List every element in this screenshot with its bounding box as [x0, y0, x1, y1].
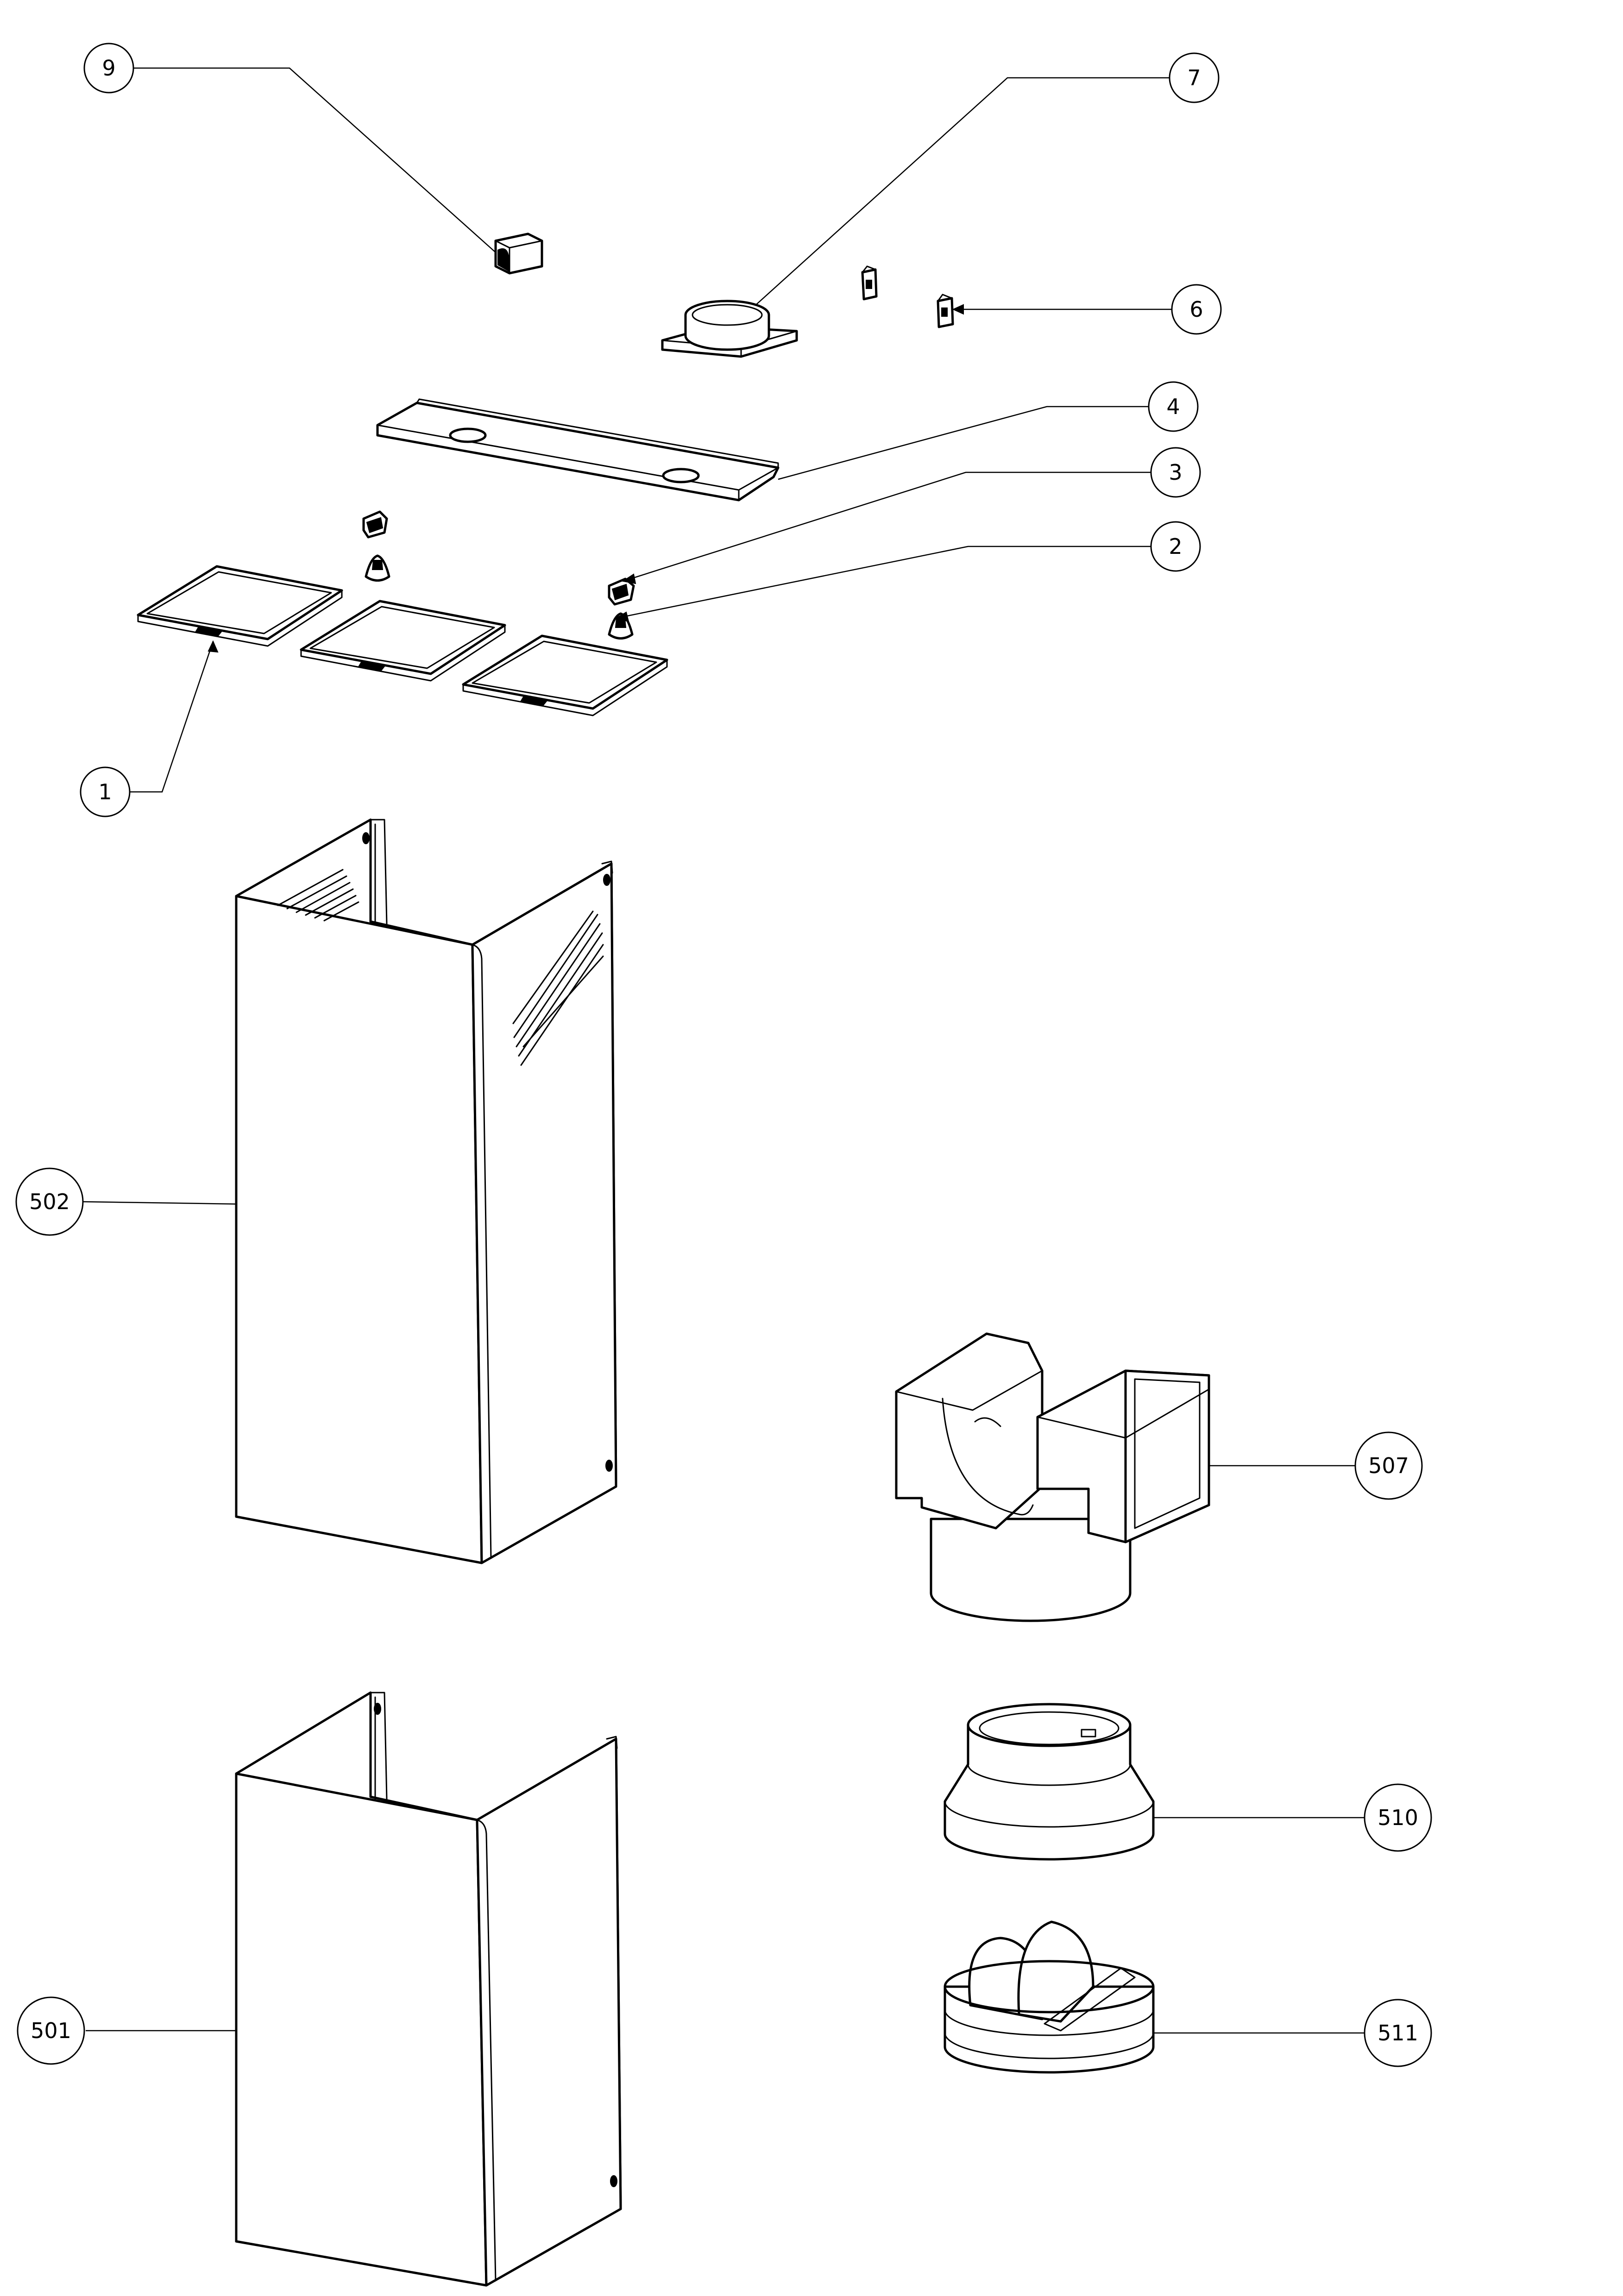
callout-510-label: 510: [1378, 1805, 1418, 1830]
callout-511-label: 511: [1378, 2020, 1418, 2045]
leader-lines: [83, 67, 1364, 2034]
callout-7-label: 7: [1187, 65, 1201, 90]
part-502-upper-chimney-cover: [235, 818, 617, 1564]
callout-501: 501: [17, 1996, 85, 2065]
part-7-collar-plate: [661, 300, 798, 358]
callout-9: 9: [83, 43, 134, 94]
part-3-lamp-holder-left: [362, 510, 388, 539]
callout-3-label: 3: [1169, 460, 1182, 485]
callout-2-label: 2: [1169, 534, 1182, 559]
callout-501-label: 501: [31, 2018, 71, 2043]
callout-510: 510: [1364, 1783, 1432, 1852]
callout-1: 1: [80, 766, 131, 817]
callout-511: 511: [1364, 1999, 1432, 2067]
callout-507: 507: [1354, 1431, 1423, 1500]
part-1-grease-filter-3: [462, 634, 668, 716]
part-1-grease-filter-2: [300, 600, 506, 682]
callout-4: 4: [1148, 381, 1199, 432]
part-4-support-panel: [376, 398, 780, 502]
callout-3: 3: [1150, 447, 1201, 498]
part-1-grease-filter-1: [137, 565, 343, 647]
part-501-lower-chimney-cover: [235, 1691, 622, 2287]
part-511-non-return-valve: [944, 1920, 1155, 2074]
callout-507-label: 507: [1368, 1453, 1409, 1478]
callout-6-label: 6: [1189, 297, 1203, 322]
part-3-lamp-holder-right: [608, 577, 635, 606]
callout-502: 502: [15, 1167, 84, 1236]
part-6-mounting-brackets: [861, 265, 954, 328]
callout-9-label: 9: [102, 56, 115, 81]
part-2-bulb-left: [365, 554, 390, 582]
callout-6: 6: [1171, 284, 1222, 335]
part-9-junction-box: [494, 232, 543, 275]
part-510-reducer-collar: [944, 1703, 1155, 1861]
callout-4-label: 4: [1166, 394, 1180, 419]
callout-502-label: 502: [29, 1189, 70, 1214]
part-507-duct-adapter: [895, 1332, 1210, 1622]
callout-2: 2: [1150, 521, 1201, 572]
callout-7: 7: [1169, 52, 1220, 103]
callout-1-label: 1: [98, 779, 112, 804]
